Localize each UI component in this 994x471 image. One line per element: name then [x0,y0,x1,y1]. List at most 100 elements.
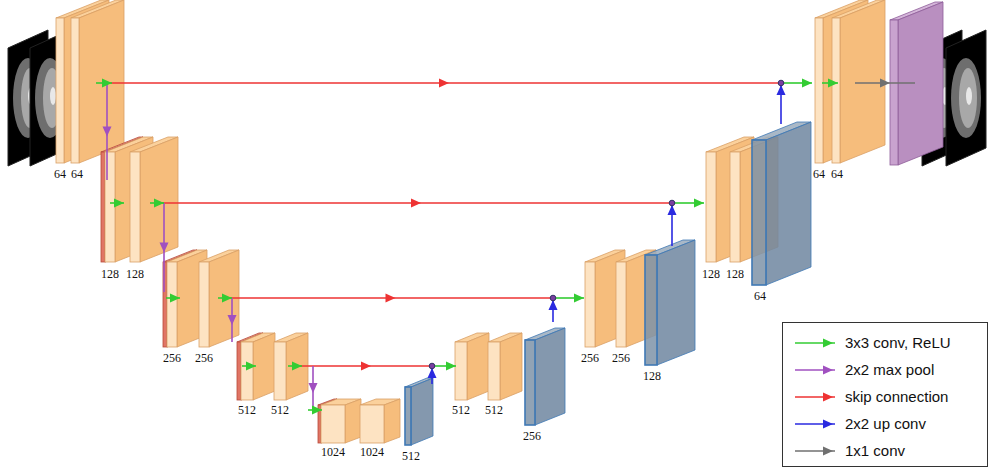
slab-front [167,262,177,347]
slab-front [360,405,384,443]
slab-side [384,399,400,443]
legend-row: 3x3 conv, ReLU [783,332,987,354]
channel-count: 512 [452,404,470,417]
feature-map [585,250,625,347]
slab-front [274,342,286,400]
slab-front [101,152,105,262]
feature-map [405,378,433,445]
legend-text: 2x2 max pool [845,361,934,379]
legend-text: 1x1 conv [845,442,905,460]
slab-side [840,0,885,163]
ventricle [966,87,972,105]
arrow-head [160,243,169,253]
channel-count: 256 [581,352,599,365]
legend-row: 2x2 max pool [783,359,987,381]
channel-count: 128 [101,268,119,281]
channel-count: 128 [126,268,144,281]
arrow-head [312,406,322,415]
slab-front [71,18,79,163]
slab-front [706,152,716,262]
slab-front [616,262,626,347]
feature-map [360,399,400,443]
channel-count: 512 [271,404,289,417]
legend-row: 1x1 conv [783,440,987,462]
arrow-head [802,79,812,88]
concat-dot [669,200,675,206]
arrow-head [386,294,396,303]
arrow-head [222,294,232,303]
arrow-head [228,315,237,325]
sample-head [823,447,833,456]
feature-map [130,137,178,262]
feature-map [321,399,361,443]
legend-sample [793,443,837,459]
sample-head [823,339,833,348]
arrow-head [246,362,256,371]
slab-side [345,399,361,443]
arrow-head [411,199,421,208]
legend-row: skip connection [783,386,987,408]
sample-head [823,366,833,375]
arrow-head [154,199,164,208]
slab-front [730,152,740,262]
arrow-head [439,79,449,88]
arrow-head [102,79,112,88]
arrow-head [694,199,704,208]
channel-count: 128 [643,370,661,383]
slab-side [467,333,489,400]
feature-map [832,0,885,163]
channel-count: 512 [485,404,503,417]
sample-head [823,393,833,402]
arrow-head [668,205,677,215]
arrow-head [103,127,112,137]
channel-count: 64 [71,168,83,181]
channel-count: 256 [195,352,213,365]
brain [951,58,981,138]
slab-side [657,240,695,365]
slab-front [585,262,595,347]
channel-count: 64 [831,168,843,181]
ventricle [50,87,56,105]
legend-box: 3x3 conv, ReLU 2x2 max pool skip connectio… [782,322,988,467]
channel-count: 512 [238,404,256,417]
slab-front [832,18,840,163]
arrow-head [361,362,371,371]
legend-text: skip connection [845,388,948,406]
feature-map [645,240,695,365]
slab-front [488,342,500,400]
mri-slice [946,30,986,166]
slab-side [500,333,522,400]
slab-side [535,328,565,425]
channel-count: 256 [523,430,541,443]
channel-count: 64 [813,168,825,181]
concat-dot [429,363,435,369]
arrow-head [292,362,302,371]
legend-text: 2x2 up conv [845,415,926,433]
arrow-head [549,300,558,310]
channel-count: 1024 [321,446,345,459]
slab-side [79,0,124,163]
slab-front [56,18,64,163]
feature-map [752,122,811,285]
legend-sample [793,362,837,378]
arrow-head [428,368,437,378]
channel-count: 64 [754,290,766,303]
slab-front [815,18,823,163]
legend-sample [793,335,837,351]
concat-dot [778,80,784,86]
slab-front [199,262,209,347]
arrow-head [170,294,180,303]
feature-map [241,333,275,400]
legend-text: 3x3 conv, ReLU [845,334,951,352]
slab-front [752,140,766,285]
slab-front [405,387,411,445]
slab-side [140,137,178,262]
brain-tissue [959,68,977,128]
feature-map [455,333,489,400]
feature-map [71,0,124,163]
slab-front [645,255,657,365]
legend-sample [793,416,837,432]
channel-count: 512 [402,450,420,463]
slab-front [321,405,345,443]
